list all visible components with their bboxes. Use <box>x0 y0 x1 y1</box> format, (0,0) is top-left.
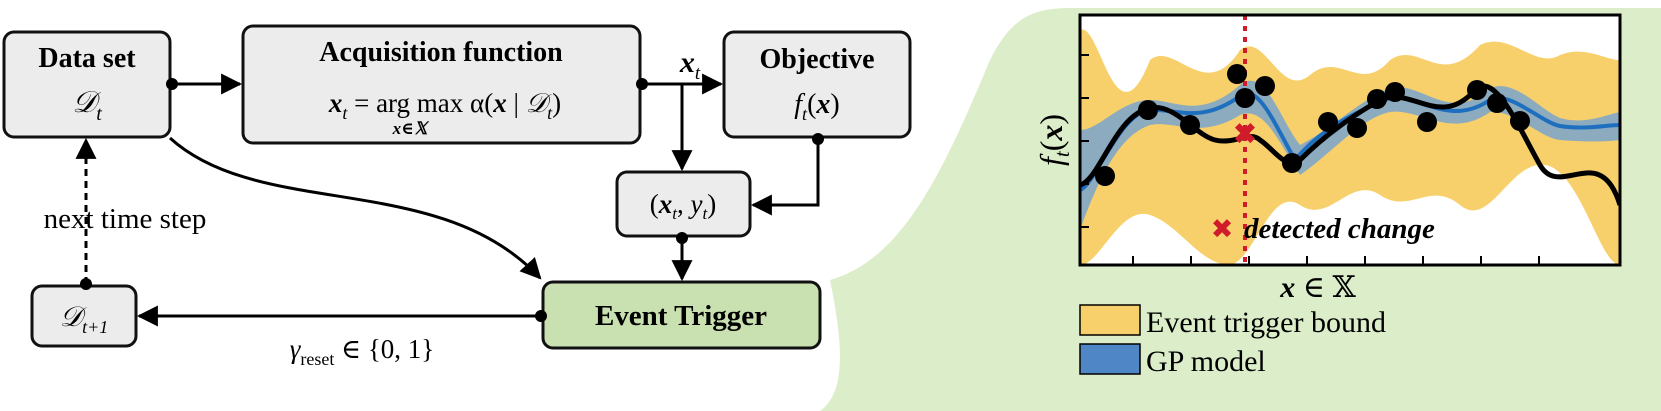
observation-marker <box>1235 88 1255 108</box>
legend-swatch-gp <box>1079 343 1141 375</box>
observation-marker <box>1487 93 1507 113</box>
legend-item-gp-model: GP model <box>1079 343 1266 378</box>
observation-marker <box>1255 76 1275 96</box>
acquisition-argmax-subscript: x∈𝕏 <box>392 119 430 138</box>
event-trigger-title: Event Trigger <box>595 300 767 332</box>
objective-title: Objective <box>759 44 874 75</box>
plot-xlabel: x ∈ 𝕏 <box>1279 271 1356 304</box>
gp-model-band <box>1080 80 1620 230</box>
observation-pair: (xt, yt) <box>650 189 716 223</box>
observation-marker <box>1138 100 1158 120</box>
observation-marker <box>1367 89 1387 109</box>
observation-marker <box>1347 118 1367 138</box>
annotation-label: detected change <box>1244 213 1435 245</box>
event-trigger-box: Event Trigger <box>541 280 822 350</box>
dataset-sub: t <box>96 103 102 125</box>
plot-ylabel: ft(x) <box>1033 114 1074 166</box>
svg-text:𝒟t+1: 𝒟t+1 <box>60 302 109 337</box>
arrow-dataset-to-trigger <box>168 136 542 280</box>
legend: Event trigger bound GP model <box>1079 304 1386 378</box>
dataset-box: Data set 𝒟t <box>2 30 172 139</box>
observation-marker <box>1227 64 1247 84</box>
observation-marker <box>1095 166 1115 186</box>
observation-marker <box>1180 115 1200 135</box>
plot-ticks <box>1080 54 1540 265</box>
detected-change-marker: ✖ <box>1232 117 1257 152</box>
observation-marker <box>1417 112 1437 132</box>
observation-pair-box: (xt, yt) <box>615 170 752 238</box>
gamma-reset-label: γreset ∈ {0, 1} <box>290 334 435 369</box>
observation-marker <box>1318 112 1338 132</box>
xt-label: xt <box>679 46 701 84</box>
flow-arrows <box>75 73 824 327</box>
observation-markers <box>1095 64 1530 186</box>
objective-function: ft(x) <box>794 89 839 124</box>
observation-marker <box>1467 80 1487 100</box>
next-time-step-label: next time step <box>44 203 207 235</box>
next-dataset-box: 𝒟t+1 <box>30 284 138 348</box>
acquisition-formula: xt = arg max α(x | 𝒟t) <box>328 88 561 123</box>
observation-marker <box>1385 82 1405 102</box>
legend-label: Event trigger bound <box>1146 306 1386 339</box>
acquisition-box: Acquisition function xt = arg max α(x | … <box>241 24 642 145</box>
dataset-title: Data set <box>38 43 136 74</box>
next-dataset-sub: t+1 <box>82 317 108 337</box>
legend-label: GP model <box>1146 345 1266 378</box>
acquisition-title: Acquisition function <box>319 37 563 68</box>
observation-marker <box>1282 153 1302 173</box>
annotation-cross-icon: ✖ <box>1211 214 1234 245</box>
arrow-objective-to-pair <box>750 133 824 216</box>
legend-item-event-trigger-bound: Event trigger bound <box>1079 304 1386 339</box>
objective-box: Objective ft(x) <box>722 30 912 139</box>
legend-swatch-band <box>1079 304 1141 336</box>
observation-marker <box>1510 111 1530 131</box>
plot: ✖ ✖ detected change ft(x) x ∈ 𝕏 Event tr… <box>1033 13 1622 378</box>
true-function-line <box>1080 83 1620 206</box>
